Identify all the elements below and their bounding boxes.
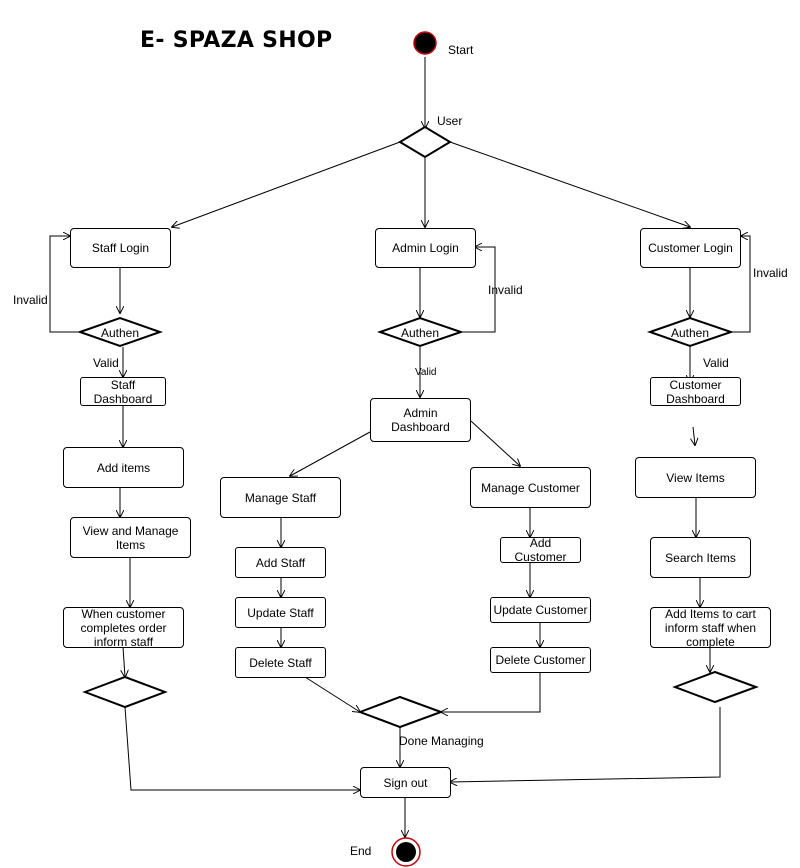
- delete-staff-node: Delete Staff: [235, 647, 326, 678]
- start-label: Start: [448, 43, 474, 57]
- delete-customer-node: Delete Customer: [490, 647, 591, 673]
- end-node: [396, 842, 416, 862]
- user-to-staff-login-arrow: [172, 141, 401, 227]
- customer-authen-diamond: [646, 316, 735, 348]
- admin-authen-label: Authen: [400, 326, 440, 340]
- admin-dashboard-node: Admin Dashboard: [370, 398, 471, 442]
- staff-login-node: Staff Login: [70, 228, 171, 268]
- customer-valid-label: Valid: [703, 356, 729, 370]
- user-label: User: [437, 114, 463, 128]
- customer-end-decision-diamond: [672, 670, 759, 704]
- customer-invalid-label: Invalid: [753, 266, 788, 280]
- inform-staff-node: When customer completes order inform sta…: [63, 607, 184, 648]
- user-to-customer-login-arrow: [449, 141, 690, 227]
- sign-out-node: Sign out: [360, 767, 451, 798]
- staff-authen-diamond: [76, 316, 164, 348]
- customer-login-node: Customer Login: [640, 228, 741, 268]
- staff-dashboard-node: Staff Dashboard: [80, 377, 166, 406]
- user-decision-diamond: [398, 125, 452, 159]
- staff-decision-to-signout-arrow: [124, 706, 360, 790]
- staff-invalid-loop-arrow: [49, 236, 80, 333]
- search-items-node: Search Items: [650, 537, 751, 578]
- end-label: End: [350, 844, 372, 858]
- manage-staff-node: Manage Staff: [220, 477, 341, 518]
- staff-end-decision-diamond: [82, 675, 168, 709]
- admin-dashboard-to-manage-staff-arrow: [290, 431, 371, 476]
- customer-dashboard-node: Customer Dashboard: [650, 377, 741, 406]
- add-customer-node: Add Customer: [500, 537, 581, 563]
- admin-invalid-loop-arrow: [461, 247, 496, 333]
- staff-invalid-label: Invalid: [13, 293, 48, 307]
- done-managing-decision-diamond: [357, 695, 444, 729]
- delete-customer-to-done-decision-arrow: [441, 672, 541, 712]
- staff-valid-label: Valid: [93, 356, 119, 370]
- admin-invalid-label: Invalid: [488, 283, 523, 297]
- done-managing-label: Done Managing: [399, 734, 484, 748]
- customer-dashboard-to-view-items-arrow: [693, 426, 695, 445]
- add-items-node: Add items: [63, 447, 184, 488]
- admin-authen-diamond: [376, 316, 465, 348]
- add-staff-node: Add Staff: [235, 547, 326, 578]
- start-node: [413, 31, 437, 55]
- customer-authen-label: Authen: [670, 326, 710, 340]
- update-staff-node: Update Staff: [235, 597, 326, 628]
- admin-valid-label: Valid: [415, 367, 437, 378]
- delete-staff-to-done-decision-arrow: [304, 676, 360, 712]
- admin-dashboard-to-manage-customer-arrow: [470, 420, 520, 466]
- manage-customer-node: Manage Customer: [470, 467, 591, 508]
- update-customer-node: Update Customer: [490, 597, 591, 623]
- customer-invalid-loop-arrow: [731, 236, 751, 333]
- page-title: E- SPAZA SHOP: [140, 28, 333, 53]
- view-items-node: View Items: [635, 457, 756, 498]
- view-manage-items-node: View and Manage Items: [70, 517, 191, 558]
- admin-login-node: Admin Login: [375, 228, 476, 268]
- inform-to-staff-decision-arrow: [123, 646, 125, 677]
- customer-decision-to-signout-arrow: [450, 707, 721, 782]
- add-to-cart-node: Add Items to cart inform staff when comp…: [650, 607, 771, 648]
- staff-authen-label: Authen: [100, 326, 140, 340]
